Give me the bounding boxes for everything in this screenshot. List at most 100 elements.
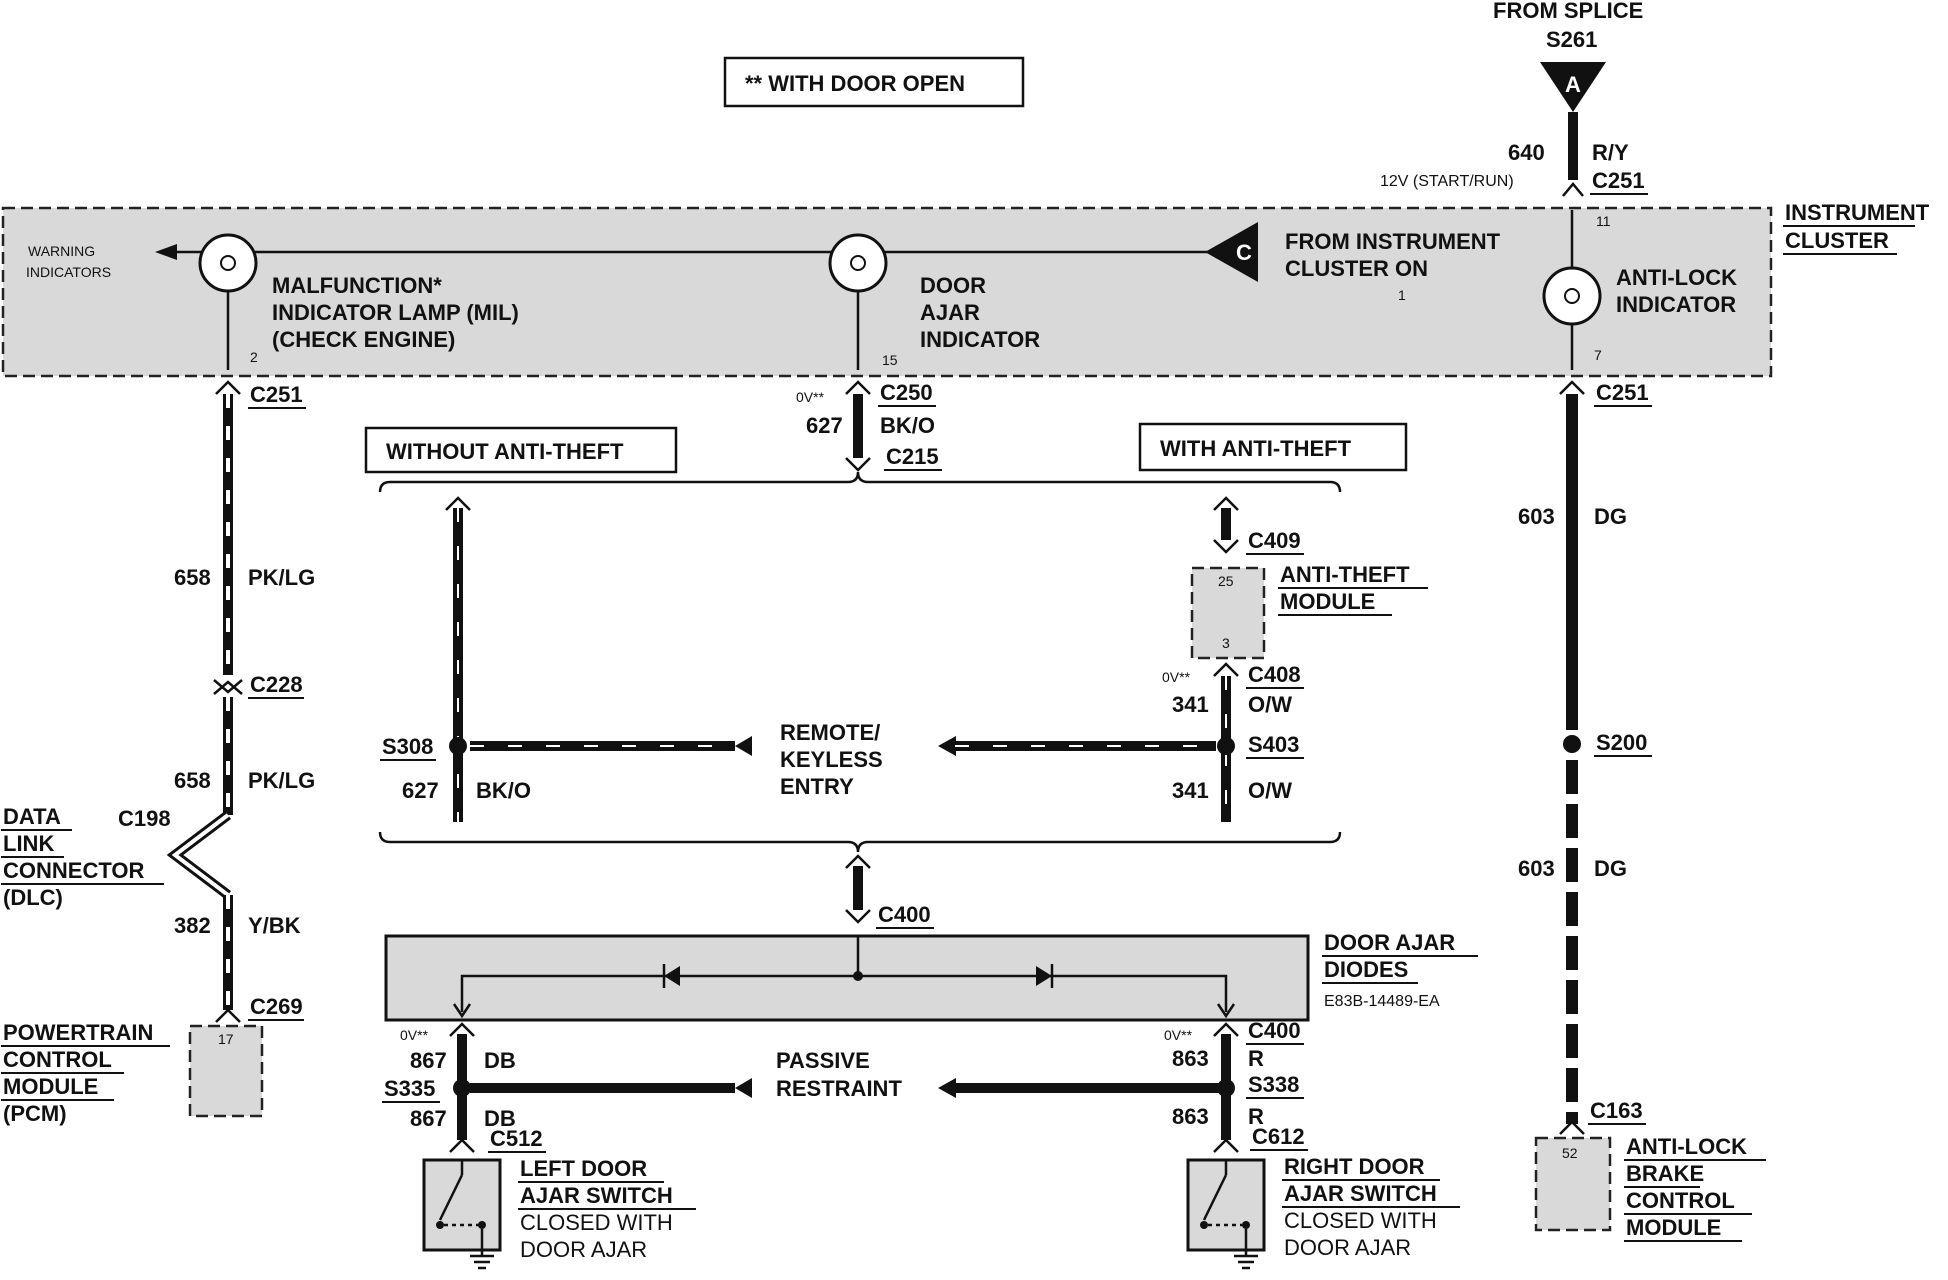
from-instrument-2: CLUSTER ON: [1285, 256, 1428, 281]
diode-left-icon: [664, 966, 680, 986]
warning-arrow-icon: [155, 244, 177, 260]
s200-splice: [1563, 735, 1581, 753]
top-wire-num: 640: [1508, 140, 1545, 165]
atm-2: MODULE: [1280, 589, 1375, 614]
center-num: 627: [806, 413, 843, 438]
mil-label-1: MALFUNCTION*: [272, 273, 442, 298]
abs-module-box: [1534, 1136, 1612, 1232]
with-anti-theft-box: [1138, 422, 1408, 472]
left-w3-num: 382: [174, 913, 211, 938]
diode-right-icon: [1036, 966, 1052, 986]
left-c251: C251: [250, 382, 303, 407]
n863a: 863: [1172, 1046, 1209, 1071]
n867a: 867: [410, 1048, 447, 1073]
rke-1: REMOTE/: [780, 720, 880, 745]
with-anti-theft: WITH ANTI-THEFT: [1160, 436, 1352, 461]
from-instrument-1: FROM INSTRUMENT: [1285, 229, 1501, 254]
rke-3: ENTRY: [780, 774, 854, 799]
top-wire-color: R/Y: [1592, 140, 1629, 165]
dlc-c198: C198: [118, 806, 171, 831]
lsw-2: AJAR SWITCH: [520, 1183, 673, 1208]
rsw-1: RIGHT DOOR: [1284, 1154, 1425, 1179]
ov-l: 0V**: [400, 1027, 429, 1043]
left-w1-color: PK/LG: [248, 565, 315, 590]
atm-pin-top: 25: [1218, 573, 1234, 589]
instrument-cluster-label-1: INSTRUMENT: [1785, 200, 1930, 225]
right-w2-color: DG: [1594, 856, 1627, 881]
n867b: 867: [410, 1106, 447, 1131]
door-ajar-lamp-icon: [828, 233, 888, 293]
center-bko: BK/O: [476, 778, 531, 803]
rke-right-arrow-icon: [938, 736, 956, 756]
n341a: 341: [1172, 692, 1209, 717]
rke-2: KEYLESS: [780, 747, 883, 772]
abs-1: ANTI-LOCK: [1626, 1134, 1747, 1159]
pr-right-arrow-icon: [938, 1078, 956, 1098]
pcm-3: MODULE: [3, 1074, 98, 1099]
c408: C408: [1248, 662, 1301, 687]
top-c251: C251: [1592, 168, 1645, 193]
s308: S308: [382, 734, 433, 759]
door-ajar-ind-3: INDICATOR: [920, 327, 1040, 352]
anti-theft-module-box: [1190, 566, 1266, 660]
atm-1: ANTI-THEFT: [1280, 562, 1410, 587]
s403: S403: [1248, 732, 1299, 757]
db-b: DB: [484, 1106, 516, 1131]
instrument-cluster-box: [1, 206, 1773, 378]
note-text: ** WITH DOOR OPEN: [745, 71, 965, 96]
right-c251: C251: [1596, 380, 1649, 405]
ow-b: O/W: [1248, 778, 1292, 803]
diodes-1: DOOR AJAR: [1324, 930, 1455, 955]
door-ajar-diodes-box: [384, 934, 1310, 1022]
dlc-2: LINK: [3, 831, 54, 856]
n341b: 341: [1172, 778, 1209, 803]
pcm-pin: 17: [218, 1031, 234, 1047]
anti-lock-pin-bot: 7: [1594, 347, 1602, 363]
lsw-4: DOOR AJAR: [520, 1237, 647, 1262]
diodes-2: DIODES: [1324, 957, 1408, 982]
abs-4: MODULE: [1626, 1215, 1721, 1240]
c400-bottom: C400: [1248, 1018, 1301, 1043]
warning-indicators-2: INDICATORS: [26, 264, 111, 280]
left-c269: C269: [250, 994, 303, 1019]
splice-a-tag: A: [1565, 72, 1581, 97]
pr-left-arrow-icon: [735, 1078, 752, 1098]
note-box: [723, 56, 1025, 108]
from-instrument-pin: 1: [1398, 287, 1406, 303]
s335: S335: [384, 1076, 435, 1101]
s308-splice: [449, 737, 467, 755]
abs-pin: 52: [1562, 1145, 1578, 1161]
mil-pin: 2: [250, 349, 258, 365]
ov-r: 0V**: [1164, 1027, 1193, 1043]
dlc-4: (DLC): [3, 885, 63, 910]
dlc-3: CONNECTOR: [3, 858, 144, 883]
center-c215: C215: [886, 444, 939, 469]
s335-splice: [453, 1079, 471, 1097]
pcm-1: POWERTRAIN: [3, 1020, 153, 1045]
without-anti-theft: WITHOUT ANTI-THEFT: [386, 439, 624, 464]
lsw-3: CLOSED WITH: [520, 1210, 673, 1235]
s338: S338: [1248, 1072, 1299, 1097]
cluster-c-tag: C: [1236, 240, 1252, 265]
c163: C163: [1590, 1098, 1643, 1123]
rsw-4: DOOR AJAR: [1284, 1235, 1411, 1260]
center-c250: C250: [880, 380, 933, 405]
anti-lock-lamp-icon: [1542, 266, 1602, 326]
door-ajar-ind-2: AJAR: [920, 300, 980, 325]
instrument-cluster-label-2: CLUSTER: [1785, 228, 1889, 253]
door-ajar-pin: 15: [882, 352, 898, 368]
door-ajar-ind-1: DOOR: [920, 273, 986, 298]
s200: S200: [1596, 730, 1647, 755]
atm-ov: 0V**: [1162, 669, 1191, 685]
n863b: 863: [1172, 1104, 1209, 1129]
splice-a-triangle-icon: [1540, 62, 1606, 112]
rsw-3: CLOSED WITH: [1284, 1208, 1437, 1233]
abs-3: CONTROL: [1626, 1188, 1735, 1213]
mil-lamp-icon: [198, 233, 258, 293]
anti-lock-ind-2: INDICATOR: [1616, 292, 1736, 317]
c512: C512: [490, 1126, 543, 1151]
right-w1-color: DG: [1594, 504, 1627, 529]
left-w3-color: Y/BK: [248, 913, 301, 938]
anti-lock-ind-1: ANTI-LOCK: [1616, 265, 1737, 290]
